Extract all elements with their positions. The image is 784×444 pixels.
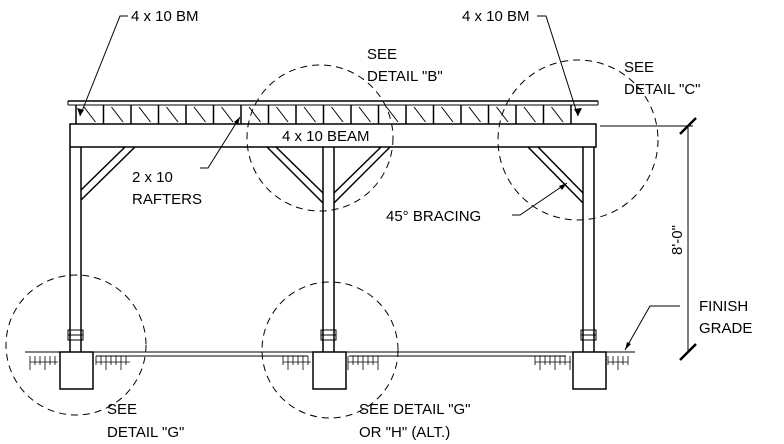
- rafter-cross-mark: [276, 106, 289, 123]
- label-see-detail-c: SEE DETAIL "C": [624, 59, 701, 98]
- label-finish-grade-line1: FINISH: [699, 298, 748, 315]
- label-see-detail-c-line1: SEE: [624, 59, 654, 76]
- rafter-cross-mark: [193, 106, 206, 123]
- label-4x10-beam: 4 x 10 BEAM: [282, 128, 370, 145]
- brace-right: [527, 146, 584, 204]
- label-4x10-bm-right: 4 x 10 BM: [462, 8, 530, 25]
- footing-left: [59, 351, 94, 390]
- label-finish-grade: FINISH GRADE: [699, 298, 752, 337]
- label-rafters: 2 x 10 RAFTERS: [132, 169, 202, 208]
- label-finish-grade-line2: GRADE: [699, 320, 752, 337]
- label-see-detail-gh-line1: SEE DETAIL "G": [359, 401, 471, 418]
- label-see-detail-g-line2: DETAIL "G": [107, 424, 184, 441]
- rafter-cross-mark: [358, 106, 371, 123]
- rafter-cross-mark: [303, 106, 316, 123]
- brace-center-left: [266, 146, 324, 204]
- detail-c-circle: [497, 59, 659, 221]
- label-see-detail-gh-line2: OR "H" (ALT.): [359, 424, 450, 441]
- label-4x10-bm-left: 4 x 10 BM: [131, 8, 199, 25]
- rafter-cross-mark: [166, 106, 179, 123]
- rafter-cross-mark: [111, 106, 124, 123]
- rafter-cross-mark: [248, 106, 261, 123]
- rafter-cross-mark: [83, 106, 96, 123]
- rafter-cross-mark: [386, 106, 399, 123]
- detail-b-circle: [246, 64, 394, 212]
- detail-g-circle-center: [261, 281, 399, 419]
- label-see-detail-g: SEE DETAIL "G": [107, 401, 184, 441]
- label-rafters-line1: 2 x 10: [132, 169, 173, 186]
- brace-left: [80, 146, 136, 201]
- rafter-cross-mark: [523, 106, 536, 123]
- footing-right: [572, 351, 607, 390]
- rafter-cross-mark: [221, 106, 234, 123]
- main-beam: [69, 123, 597, 148]
- detail-circles: [5, 59, 659, 419]
- label-see-detail-b-line1: SEE: [367, 46, 397, 63]
- rafter-cross-mark: [468, 106, 481, 123]
- detail-g-circle-left: [5, 274, 147, 416]
- rafter-cross-mark: [441, 106, 454, 123]
- footing-center: [312, 351, 347, 390]
- height-dimension: 8'-0": [600, 117, 697, 361]
- label-see-detail-b-line2: DETAIL "B": [367, 68, 443, 85]
- center-post: [322, 147, 335, 352]
- label-see-detail-g-line1: SEE: [107, 401, 137, 418]
- label-see-detail-c-line2: DETAIL "C": [624, 81, 701, 98]
- brace-center-right: [333, 146, 391, 204]
- rafter-cross-mark: [331, 106, 344, 123]
- label-rafters-line2: RAFTERS: [132, 191, 202, 208]
- rafter-cross-mark: [413, 106, 426, 123]
- dimension-label: 8'-0": [669, 225, 686, 255]
- rafter-cross-mark: [138, 106, 151, 123]
- post-base-connectors: [67, 329, 597, 341]
- rafter-cross-mark: [551, 106, 564, 123]
- rafter-band: [67, 100, 599, 125]
- label-see-detail-gh: SEE DETAIL "G" OR "H" (ALT.): [359, 401, 475, 441]
- earth-hatching: [29, 356, 629, 370]
- right-post: [582, 147, 595, 352]
- leader-lines: [77, 15, 680, 351]
- label-bracing: 45° BRACING: [386, 208, 481, 225]
- rafter-blocking-marks: [75, 105, 572, 124]
- left-post: [69, 147, 82, 352]
- label-see-detail-b: SEE DETAIL "B": [367, 46, 443, 85]
